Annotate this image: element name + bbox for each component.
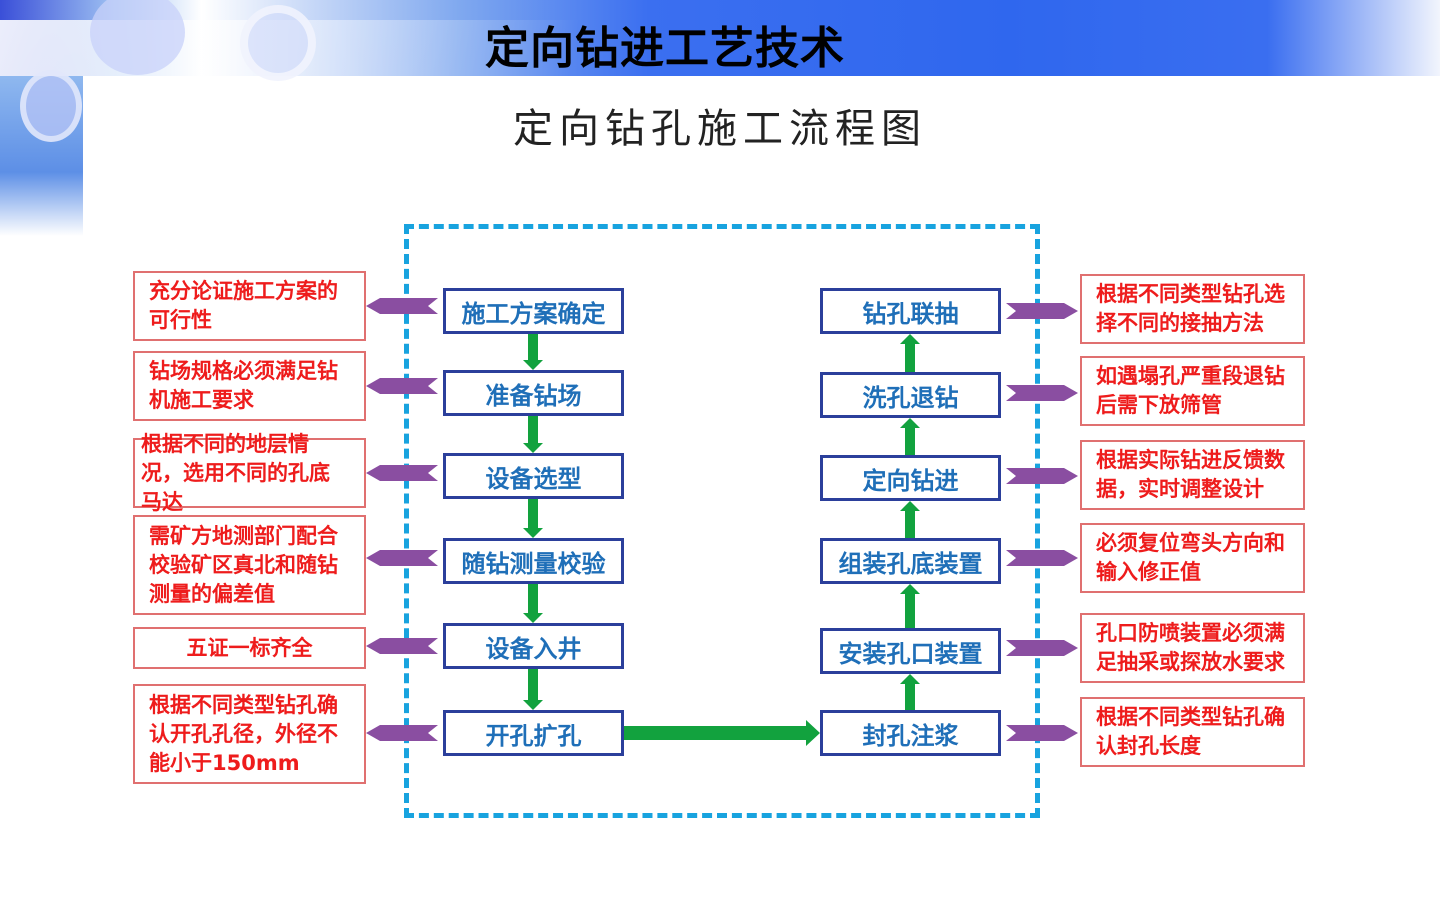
process-frame	[404, 224, 1040, 818]
step-prepare-site: 准备钻场	[443, 370, 624, 416]
note-arrow-right	[1006, 640, 1078, 656]
note-right-3: 根据实际钻进反馈数据，实时调整设计	[1080, 440, 1305, 510]
decorative-circle	[240, 5, 316, 81]
flow-arrow-down	[523, 499, 543, 538]
flow-arrow-up	[900, 584, 920, 628]
slide-title: 定向钻进工艺技术	[0, 12, 1440, 76]
note-right-1: 根据不同类型钻孔选择不同的接抽方法	[1080, 274, 1305, 344]
step-equipment-selection: 设备选型	[443, 453, 624, 499]
note-arrow-left	[366, 638, 438, 654]
note-left-1: 充分论证施工方案的可行性	[133, 271, 366, 341]
note-left-5: 五证一标齐全	[133, 627, 366, 669]
flow-arrow-down	[523, 334, 543, 370]
note-right-2: 如遇塌孔严重段退钻后需下放筛管	[1080, 356, 1305, 426]
note-arrow-left	[366, 298, 438, 314]
flow-arrow-up	[900, 501, 920, 538]
diagram-title-text: 定向钻孔施工流程图	[513, 106, 927, 152]
step-plan-confirm: 施工方案确定	[443, 288, 624, 334]
note-arrow-left	[366, 550, 438, 566]
note-arrow-right	[1006, 550, 1078, 566]
step-mwd-calibration: 随钻测量校验	[443, 538, 624, 584]
note-right-4: 必须复位弯头方向和输入修正值	[1080, 523, 1305, 593]
step-directional-drilling: 定向钻进	[820, 455, 1001, 501]
note-arrow-left	[366, 465, 438, 481]
note-left-2: 钻场规格必须满足钻机施工要求	[133, 351, 366, 421]
step-install-wellhead: 安装孔口装置	[820, 628, 1001, 674]
note-right-5: 孔口防喷装置必须满足抽采或探放水要求	[1080, 613, 1305, 683]
note-arrow-right	[1006, 303, 1078, 319]
flow-arrow-down	[523, 416, 543, 453]
step-equipment-down-well: 设备入井	[443, 623, 624, 669]
step-assemble-bha: 组装孔底装置	[820, 538, 1001, 584]
step-seal-grout: 封孔注浆	[820, 710, 1001, 756]
note-left-4: 需矿方地测部门配合校验矿区真北和随钻测量的偏差值	[133, 515, 366, 615]
note-arrow-left	[366, 378, 438, 394]
step-open-ream-hole: 开孔扩孔	[443, 710, 624, 756]
note-arrow-left	[366, 725, 438, 741]
diagram-title: 定向钻孔施工流程图	[0, 96, 1440, 154]
flow-arrow-right	[624, 720, 820, 746]
slide-title-text: 定向钻进工艺技术	[485, 23, 845, 74]
note-left-6: 根据不同类型钻孔确认开孔孔径，外径不能小于150mm	[133, 684, 366, 784]
step-connect-extraction: 钻孔联抽	[820, 288, 1001, 334]
note-right-6: 根据不同类型钻孔确认封孔长度	[1080, 697, 1305, 767]
note-left-3: 根据不同的地层情况，选用不同的孔底马达	[133, 432, 366, 514]
flow-arrow-down	[523, 669, 543, 710]
decorative-circle	[90, 0, 185, 75]
flow-arrow-down	[523, 584, 543, 623]
note-arrow-right	[1006, 725, 1078, 741]
flow-arrow-up	[900, 674, 920, 710]
flow-arrow-up	[900, 334, 920, 372]
note-arrow-right	[1006, 468, 1078, 484]
step-wash-retract: 洗孔退钻	[820, 372, 1001, 418]
decorative-circle	[20, 70, 82, 142]
flow-arrow-up	[900, 418, 920, 455]
note-arrow-right	[1006, 385, 1078, 401]
